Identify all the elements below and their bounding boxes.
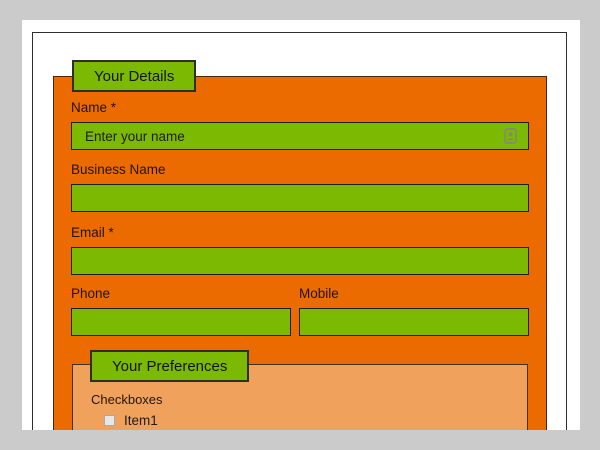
- phone-mobile-row: Phone Mobile: [71, 286, 529, 336]
- phone-input-wrap: [71, 308, 291, 336]
- item1-checkbox-label[interactable]: Item1: [124, 413, 158, 428]
- your-preferences-fieldset: Your Preferences Checkboxes Item1: [72, 350, 528, 430]
- your-details-fieldset: Your Details Name * Business Name Email …: [53, 60, 547, 430]
- business-name-input[interactable]: [71, 184, 529, 212]
- mobile-input-wrap: [299, 308, 529, 336]
- checkbox-row-item1: Item1: [91, 413, 509, 428]
- your-details-legend: Your Details: [72, 60, 197, 92]
- checkboxes-group-label: Checkboxes: [91, 392, 163, 407]
- page-canvas: Your Details Name * Business Name Email …: [22, 20, 580, 430]
- mobile-input[interactable]: [299, 308, 529, 336]
- mobile-label: Mobile: [299, 286, 339, 301]
- email-label: Email *: [71, 225, 114, 240]
- email-input-wrap: [71, 247, 529, 275]
- phone-label: Phone: [71, 286, 111, 301]
- form-container: Your Details Name * Business Name Email …: [32, 32, 567, 430]
- email-input[interactable]: [71, 247, 529, 275]
- phone-input[interactable]: [71, 308, 291, 336]
- name-label: Name *: [71, 100, 117, 115]
- mobile-column: Mobile: [299, 286, 529, 336]
- your-preferences-legend: Your Preferences: [90, 350, 250, 382]
- business-name-input-wrap: [71, 184, 529, 212]
- name-input[interactable]: [71, 122, 529, 150]
- contact-autofill-icon[interactable]: [504, 128, 517, 144]
- phone-column: Phone: [71, 286, 291, 336]
- item1-checkbox[interactable]: [104, 415, 115, 426]
- business-name-label: Business Name: [71, 162, 166, 177]
- name-input-wrap: [71, 122, 529, 150]
